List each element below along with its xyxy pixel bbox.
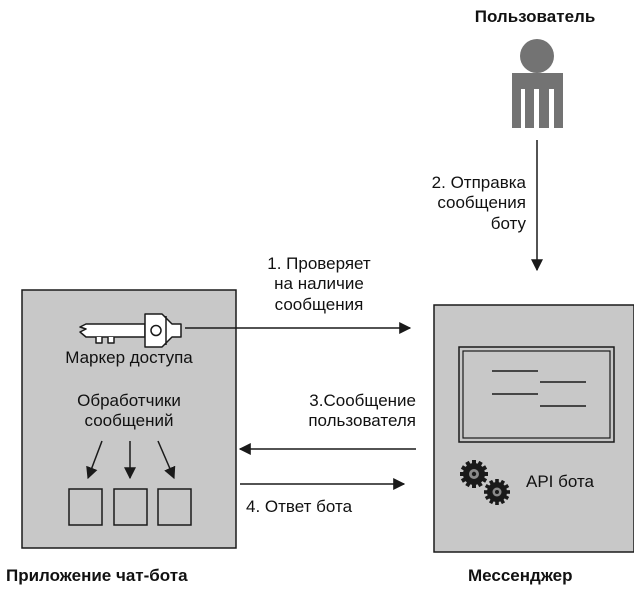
handler-box-2 — [113, 488, 148, 526]
step1-label: 1. Проверяет на наличие сообщения — [267, 254, 371, 314]
handler-box-1 — [68, 488, 103, 526]
user-icon — [512, 39, 563, 128]
handler-box-3 — [157, 488, 192, 526]
step4-label: 4. Ответ бота — [246, 497, 353, 516]
messenger-title: Мессенджер — [468, 566, 573, 585]
gears-icon — [460, 460, 510, 505]
handler-arrow-1 — [86, 440, 103, 480]
app-title: Приложение чат-бота — [6, 566, 188, 585]
step2-label: 2. Отправка сообщения боту — [431, 173, 526, 233]
key-icon — [79, 313, 182, 348]
screen-icon — [458, 346, 615, 443]
handlers-label: Обработчики сообщений — [77, 391, 181, 431]
step3-label: 3.Сообщение пользователя — [308, 391, 416, 431]
messenger-box — [433, 304, 634, 553]
user-title: Пользователь — [474, 7, 596, 26]
api-label: API бота — [526, 472, 594, 491]
handler-arrow-3 — [157, 440, 176, 480]
token-label: Маркер доступа — [65, 348, 193, 367]
